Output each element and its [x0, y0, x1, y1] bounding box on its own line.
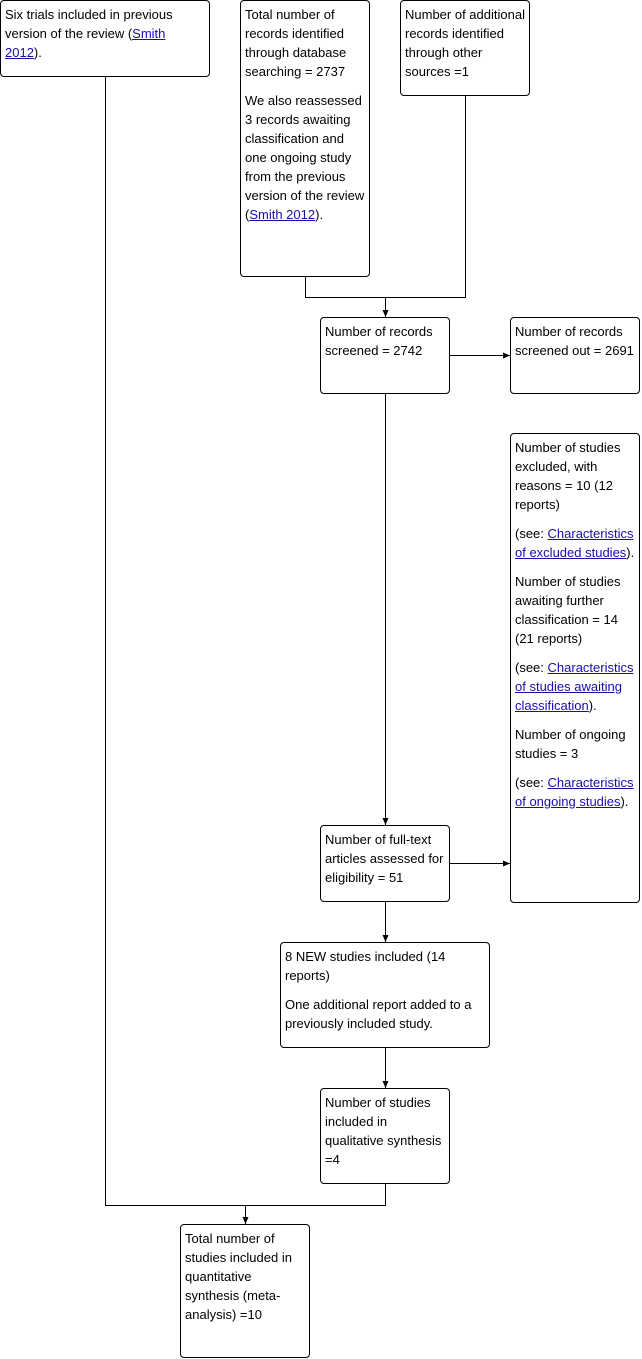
see-close: ).: [620, 794, 629, 809]
see-close: ).: [588, 698, 597, 713]
see-label: (see:: [515, 775, 548, 790]
excluded-studies-box: Number of studies excluded, with reasons…: [510, 433, 640, 903]
reassessed-text: We also reassessed 3 records awaiting cl…: [245, 93, 365, 222]
new-studies-included-box: 8 NEW studies included (14 reports) One …: [280, 942, 490, 1048]
quantitative-synthesis-box: Total number of studies included in quan…: [180, 1224, 310, 1358]
records-screened-count: Number of records screened = 2742: [325, 324, 433, 358]
awaiting-classification-count: Number of studies awaiting further class…: [515, 574, 621, 646]
awaiting-classification-link[interactable]: Characteristics of studies awaiting clas…: [515, 660, 634, 713]
reassessed-after: ).: [315, 207, 324, 222]
previous-version-after: ).: [33, 45, 42, 60]
qualitative-synthesis-count: Number of studies included in qualitativ…: [325, 1095, 442, 1167]
see-label: (see:: [515, 526, 548, 541]
database-search-box: Total number of records identified throu…: [240, 0, 370, 277]
ongoing-studies-link[interactable]: Characteristics of ongoing studies: [515, 775, 634, 809]
previous-version-box: Six trials included in previous version …: [0, 0, 210, 77]
qualitative-synthesis-box: Number of studies included in qualitativ…: [320, 1088, 450, 1184]
see-label: (see:: [515, 660, 548, 675]
smith-2012-link[interactable]: Smith 2012: [5, 26, 166, 60]
excluded-studies-link[interactable]: Characteristics of excluded studies: [515, 526, 634, 560]
new-studies-count: 8 NEW studies included (14 reports): [285, 949, 446, 983]
see-close: ).: [626, 545, 635, 560]
quantitative-synthesis-count: Total number of studies included in quan…: [185, 1231, 292, 1322]
records-screened-box: Number of records screened = 2742: [320, 317, 450, 394]
other-sources-count: Number of additional records identified …: [405, 7, 525, 79]
additional-report-text: One additional report added to a previou…: [285, 997, 472, 1031]
smith-2012-link-2[interactable]: Smith 2012: [249, 207, 316, 222]
records-screened-out-box: Number of records screened out = 2691: [510, 317, 640, 394]
fulltext-assessed-box: Number of full-text articles assessed fo…: [320, 825, 450, 902]
records-screened-out-count: Number of records screened out = 2691: [515, 324, 634, 358]
fulltext-assessed-count: Number of full-text articles assessed fo…: [325, 832, 444, 885]
database-search-count: Total number of records identified throu…: [245, 7, 347, 79]
previous-version-text: Six trials included in previous version …: [5, 7, 173, 41]
excluded-count: Number of studies excluded, with reasons…: [515, 440, 621, 512]
other-sources-box: Number of additional records identified …: [400, 0, 530, 96]
ongoing-studies-count: Number of ongoing studies = 3: [515, 727, 626, 761]
